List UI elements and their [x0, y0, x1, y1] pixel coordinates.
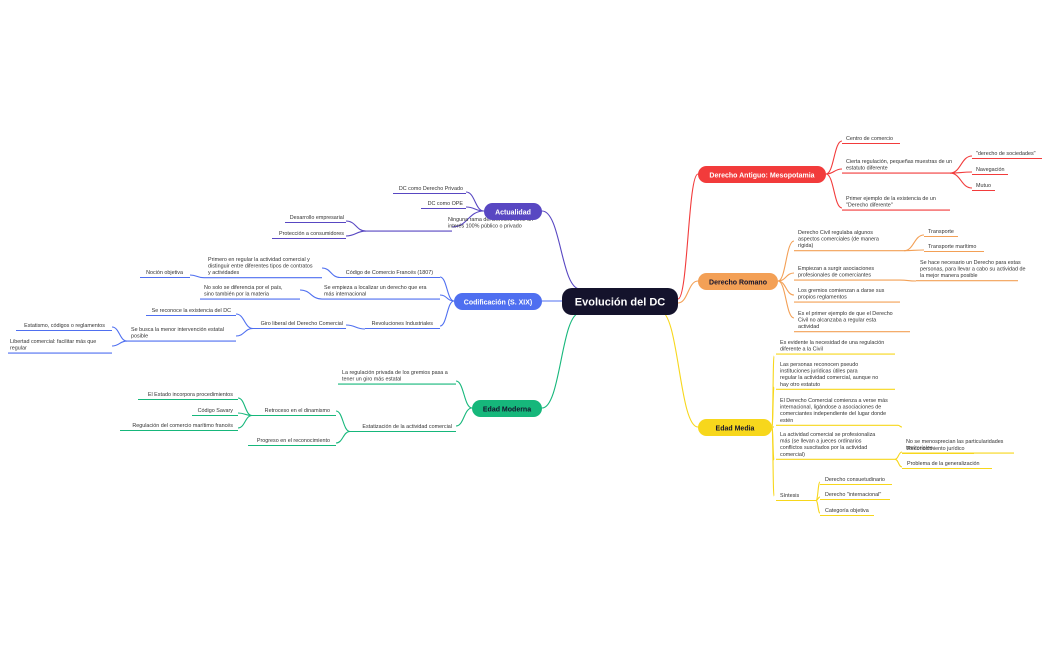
mesopotamia-item-3: Primer ejemplo de la existencia de un"De…: [846, 196, 936, 209]
mesopotamia-item-2: Cierta regulación, pequeñas muestras de …: [846, 159, 952, 172]
branch-actualidad[interactable]: Actualidad: [484, 203, 542, 220]
codificacion-item-7: Giro liberal del Derecho Comercial: [261, 321, 343, 327]
codificacion-item-3: Noción objetiva: [146, 270, 183, 276]
branch-romano[interactable]: Derecho Romano: [698, 273, 778, 290]
actualidad-item-5: Protección a consumidores: [279, 231, 344, 237]
codificacion-item-8: Se reconoce la existencia del DC: [152, 308, 232, 314]
codificacion-item-1: Código de Comercio Francés (1807): [346, 270, 433, 276]
branch-codificacion[interactable]: Codificación (S. XIX): [454, 293, 542, 310]
codificacion-item-4: Se empieza a localizar un derecho que er…: [324, 285, 427, 298]
central-node[interactable]: Evolución del DC: [562, 288, 678, 315]
media-item-7: Problema de la generalización: [907, 461, 980, 467]
moderna-item-6: Regulación del comercio marítimo francés: [132, 423, 233, 429]
media-item-10: Derecho "internacional": [825, 492, 881, 498]
branch-codificacion-label: Codificación (S. XIX): [464, 300, 532, 307]
codificacion-item-10: Estatismo, códigos o reglamentos: [24, 323, 105, 329]
actualidad-item-1: DC como Derecho Privado: [399, 186, 463, 192]
moderna-item-7: Progreso en el reconocimiento: [257, 438, 330, 444]
branch-mesopotamia-label: Derecho Antiguo: Mesopotamia: [709, 173, 814, 180]
branch-edad-moderna-label: Edad Moderna: [483, 407, 531, 414]
moderna-item-4: El Estado incorpora procedimientos: [148, 392, 233, 398]
actualidad-item-4: Desarrollo empresarial: [290, 215, 344, 221]
branch-actualidad-label: Actualidad: [495, 210, 531, 217]
mesopotamia-item-5: Navegación: [976, 167, 1004, 173]
romano-item-2: Transporte: [928, 229, 954, 235]
mesopotamia-item-4: "derecho de sociedades": [976, 151, 1036, 157]
central-title: Evolución del DC: [575, 297, 666, 309]
media-item-9: Derecho consuetudinario: [825, 477, 885, 483]
codificacion-item-6: Revoluciones Industriales: [372, 321, 434, 327]
romano-item-3: Transporte marítimo: [928, 244, 976, 250]
mesopotamia-item-6: Mutuo: [976, 183, 991, 189]
codificacion-item-5: No solo se diferencia por el país,sino t…: [204, 285, 283, 298]
media-item-5: La actividad comercial se profesionaliza…: [780, 432, 875, 458]
branch-edad-media-label: Edad Media: [716, 426, 755, 433]
branch-edad-media[interactable]: Edad Media: [698, 419, 772, 436]
media-item-6: Reconocimiento jurídico: [907, 446, 965, 452]
media-item-3: El Derecho Comercial comienza a verse má…: [780, 398, 888, 424]
media-item-1: Es evidente la necesidad de una regulaci…: [780, 340, 884, 353]
branch-mesopotamia[interactable]: Derecho Antiguo: Mesopotamia: [698, 166, 826, 183]
mesopotamia-item-1: Centro de comercio: [846, 136, 893, 142]
branch-edad-moderna[interactable]: Edad Moderna: [472, 400, 542, 417]
actualidad-item-2: DC como OPE: [428, 201, 464, 207]
moderna-item-2: Estatización de la actividad comercial: [362, 424, 452, 430]
media-item-11: Categoría objetiva: [825, 508, 869, 514]
branch-romano-label: Derecho Romano: [709, 280, 767, 287]
moderna-item-3: Retroceso en el dinamismo: [265, 408, 330, 414]
moderna-item-1: La regulación privada de los gremios pas…: [342, 370, 448, 383]
moderna-item-5: Código Savary: [198, 408, 234, 414]
codificacion-item-2: Primero en regular la actividad comercia…: [208, 257, 313, 276]
media-item-8: Síntesis: [780, 493, 799, 499]
